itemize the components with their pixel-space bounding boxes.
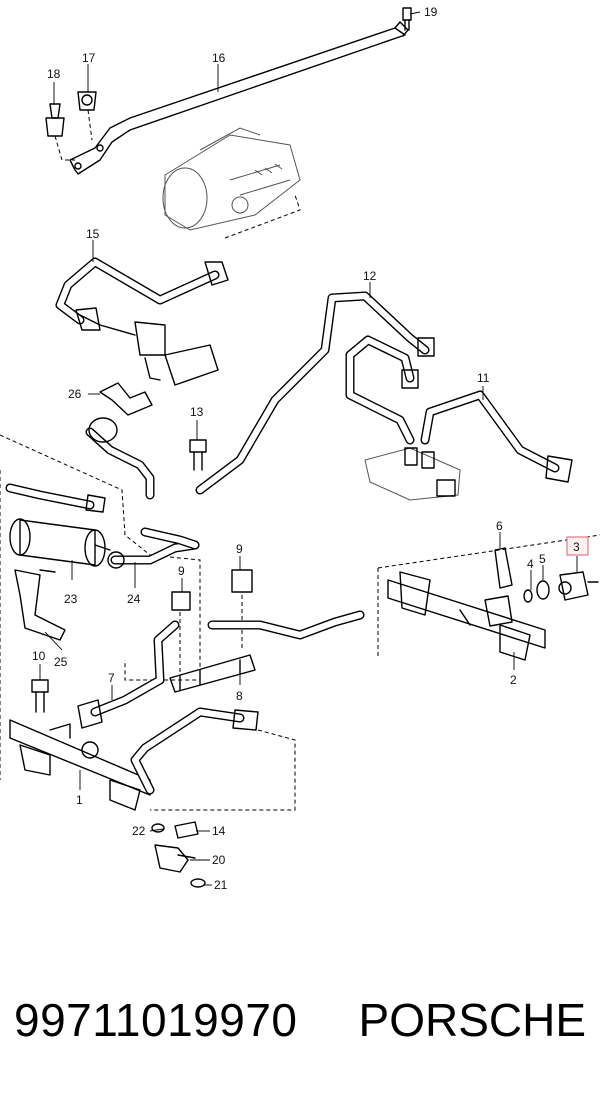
- callout-3: 3: [573, 540, 580, 554]
- bolt-13: [189, 439, 207, 471]
- clip-9-right: [231, 569, 253, 593]
- clip-6: [494, 547, 513, 589]
- callout-4: 4: [527, 557, 534, 571]
- callout-17: 17: [82, 51, 96, 65]
- clip-18: [45, 103, 65, 137]
- injector-20: [154, 844, 196, 873]
- filter-bracket-25: [14, 569, 66, 641]
- callout-labels: 19 16 17 18 15 12 11 26 13 6 3 4 5 23 24…: [32, 5, 589, 892]
- brand-name: PORSCHE: [358, 994, 586, 1046]
- callout-13: 13: [190, 405, 204, 419]
- fuel-line-15: [55, 257, 229, 386]
- return-hose: [85, 417, 155, 500]
- callout-9-left: 9: [178, 564, 185, 578]
- fuel-line-12: [195, 291, 435, 495]
- callout-14: 14: [212, 824, 226, 838]
- callout-2: 2: [510, 673, 517, 687]
- callout-21: 21: [214, 878, 228, 892]
- callout-25: 25: [54, 655, 68, 669]
- callout-24: 24: [127, 592, 141, 606]
- callout-23: 23: [64, 592, 78, 606]
- callout-20: 20: [212, 853, 226, 867]
- oring-5: [536, 580, 550, 600]
- seal-21: [190, 878, 206, 888]
- callout-12: 12: [363, 269, 377, 283]
- clip-17: [77, 91, 97, 111]
- callout-18: 18: [47, 67, 61, 81]
- bolt-10: [31, 679, 49, 713]
- callout-6: 6: [496, 519, 503, 533]
- pressure-regulator-3: [558, 571, 599, 601]
- part-number-footer: 99711019970 PORSCHE: [0, 975, 600, 1065]
- leader-lines: [39, 11, 578, 886]
- mounting-strap: [69, 21, 409, 175]
- clip-strip-8: [169, 654, 256, 693]
- line-to-filter: [5, 483, 106, 513]
- callout-11: 11: [477, 371, 490, 385]
- washer-4: [523, 589, 533, 603]
- bolt-19: [402, 7, 412, 31]
- callout-15: 15: [86, 227, 100, 241]
- damper-on-rail: [484, 595, 513, 627]
- callout-10: 10: [32, 649, 46, 663]
- hose-clip-26: [99, 382, 153, 416]
- exploded-parts-diagram: 19 16 17 18 15 12 11 26 13 6 3 4 5 23 24…: [0, 5, 600, 892]
- callout-1: 1: [76, 793, 83, 807]
- fuel-rail-1: [9, 707, 259, 811]
- callout-7: 7: [108, 671, 115, 685]
- hose-24: [107, 527, 200, 569]
- callout-19: 19: [424, 5, 438, 19]
- fuel-line-11: [420, 390, 573, 483]
- fuel-filter-23: [9, 518, 111, 567]
- seal-22: [151, 823, 165, 833]
- callout-26: 26: [68, 387, 82, 401]
- part-number: 99711019970: [14, 994, 298, 1046]
- fuel-distributor-ghost: [364, 447, 461, 501]
- clip-9-left: [171, 591, 191, 611]
- fuel-rail-2: [387, 571, 546, 661]
- callout-8: 8: [236, 689, 243, 703]
- callout-22: 22: [132, 824, 146, 838]
- engine-block-ghost: [162, 127, 301, 231]
- callout-5: 5: [539, 552, 546, 566]
- highlight-box-3: [566, 536, 589, 556]
- callout-16: 16: [212, 51, 226, 65]
- clip-14: [174, 821, 199, 839]
- hose-7: [77, 610, 365, 729]
- callout-9-right: 9: [236, 542, 243, 556]
